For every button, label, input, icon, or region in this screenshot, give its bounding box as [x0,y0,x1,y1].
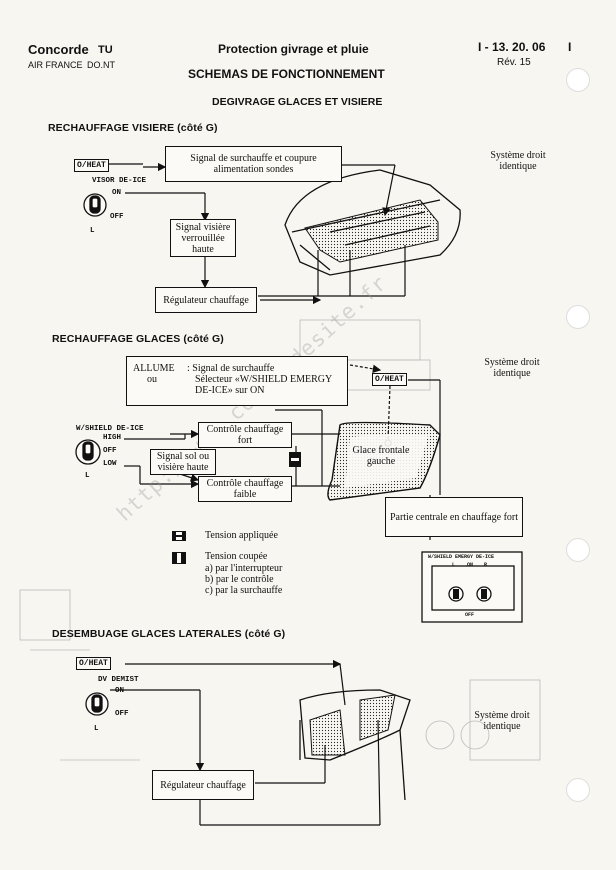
page-subtitle: DEGIVRAGE GLACES ET VISIERE [212,96,383,108]
box-ground-signal: Signal sol ou visière haute [150,449,216,475]
allume-line3: DE-ICE» sur ON [195,385,265,396]
section1-title: RECHAUFFAGE VISIERE (côté G) [48,122,218,134]
allume-label: ALLUME [133,363,175,374]
legend-tension-cut: Tension coupée [205,551,268,562]
section2-switch-label: W/SHIELD DE-ICE [76,425,144,433]
operator: AIR FRANCE [28,60,83,70]
box-control-weak: Contrôle chauffage faible [198,476,292,502]
section2-oheat-light: O/HEAT [372,373,407,386]
box-center-part: Partie centrale en chauffage fort [385,497,523,537]
section3-right-note: Système droit identique [474,710,530,732]
legend-cut-b: b) par le contrôle [205,574,274,585]
box-control-strong: Contrôle chauffage fort [198,422,292,448]
section2-right-note: Système droit identique [484,357,540,379]
section1-right-note: Système droit identique [490,150,546,172]
panel-on: ON [467,562,474,568]
section1-switch-label: VISOR DE-ICE [92,177,147,185]
punch-hole-lower [566,538,590,562]
aircraft-type: TU [98,44,113,56]
allume-line1: : Signal de surchauffe [187,363,275,374]
department: DO.NT [87,60,115,70]
box-visor-locked: Signal visière verrouillée haute [170,219,236,257]
section3-switch-label: DV DEMIST [98,676,139,684]
section2-pos-high: HIGH [103,434,122,442]
box-regulator-demist: Régulateur chauffage [152,770,254,800]
legend-cut-a: a) par l'interrupteur [205,563,283,574]
punch-hole-upper [566,305,590,329]
page-subject: Protection givrage et pluie [218,42,369,56]
legend-cut-c: c) par la surchauffe [205,585,283,596]
ou-label: ou [147,374,157,385]
section1-pos-l: L [90,227,95,235]
punch-hole-bottom [566,778,590,802]
section2-pos-off: OFF [103,447,117,455]
label-front-glass: Glace frontale gauche [352,445,410,467]
legend-tension-applied: Tension appliquée [205,530,278,541]
panel-off: OFF [465,612,475,618]
punch-hole-top [566,68,590,92]
panel-title: W/SHIELD EMERGY DE-ICE [428,554,495,560]
box-regulator: Régulateur chauffage [155,287,257,313]
section3-pos-off: OFF [115,710,129,718]
section2-title: RECHAUFFAGE GLACES (côté G) [52,333,224,345]
reference-marker: I [568,40,572,54]
box-overheat-signal: Signal de surchauffe et coupure alimenta… [165,146,342,182]
section1-oheat-light: O/HEAT [74,159,109,172]
section2-pos-low: LOW [103,460,117,468]
section3-title: DESEMBUAGE GLACES LATERALES (côté G) [52,628,286,640]
section3-pos-l: L [94,725,99,733]
section1-pos-off: OFF [110,213,124,221]
section3-oheat-light: O/HEAT [76,657,111,670]
aircraft-name: Concorde [28,42,89,57]
box-allume-legend: ALLUME ou : Signal de surchauffe Sélecte… [126,356,348,406]
section1-pos-on: ON [112,189,122,197]
document-reference: I - 13. 20. 06 [478,40,546,54]
panel-r: R [484,562,488,568]
section3-pos-on: ON [115,687,125,695]
revision: Rév. 15 [497,57,531,68]
section2-pos-l: L [85,472,90,480]
page-title: SCHEMAS DE FONCTIONNEMENT [188,67,385,81]
panel-l: L [452,562,456,568]
allume-line2: Sélecteur «W/SHIELD EMERGY [195,374,333,385]
